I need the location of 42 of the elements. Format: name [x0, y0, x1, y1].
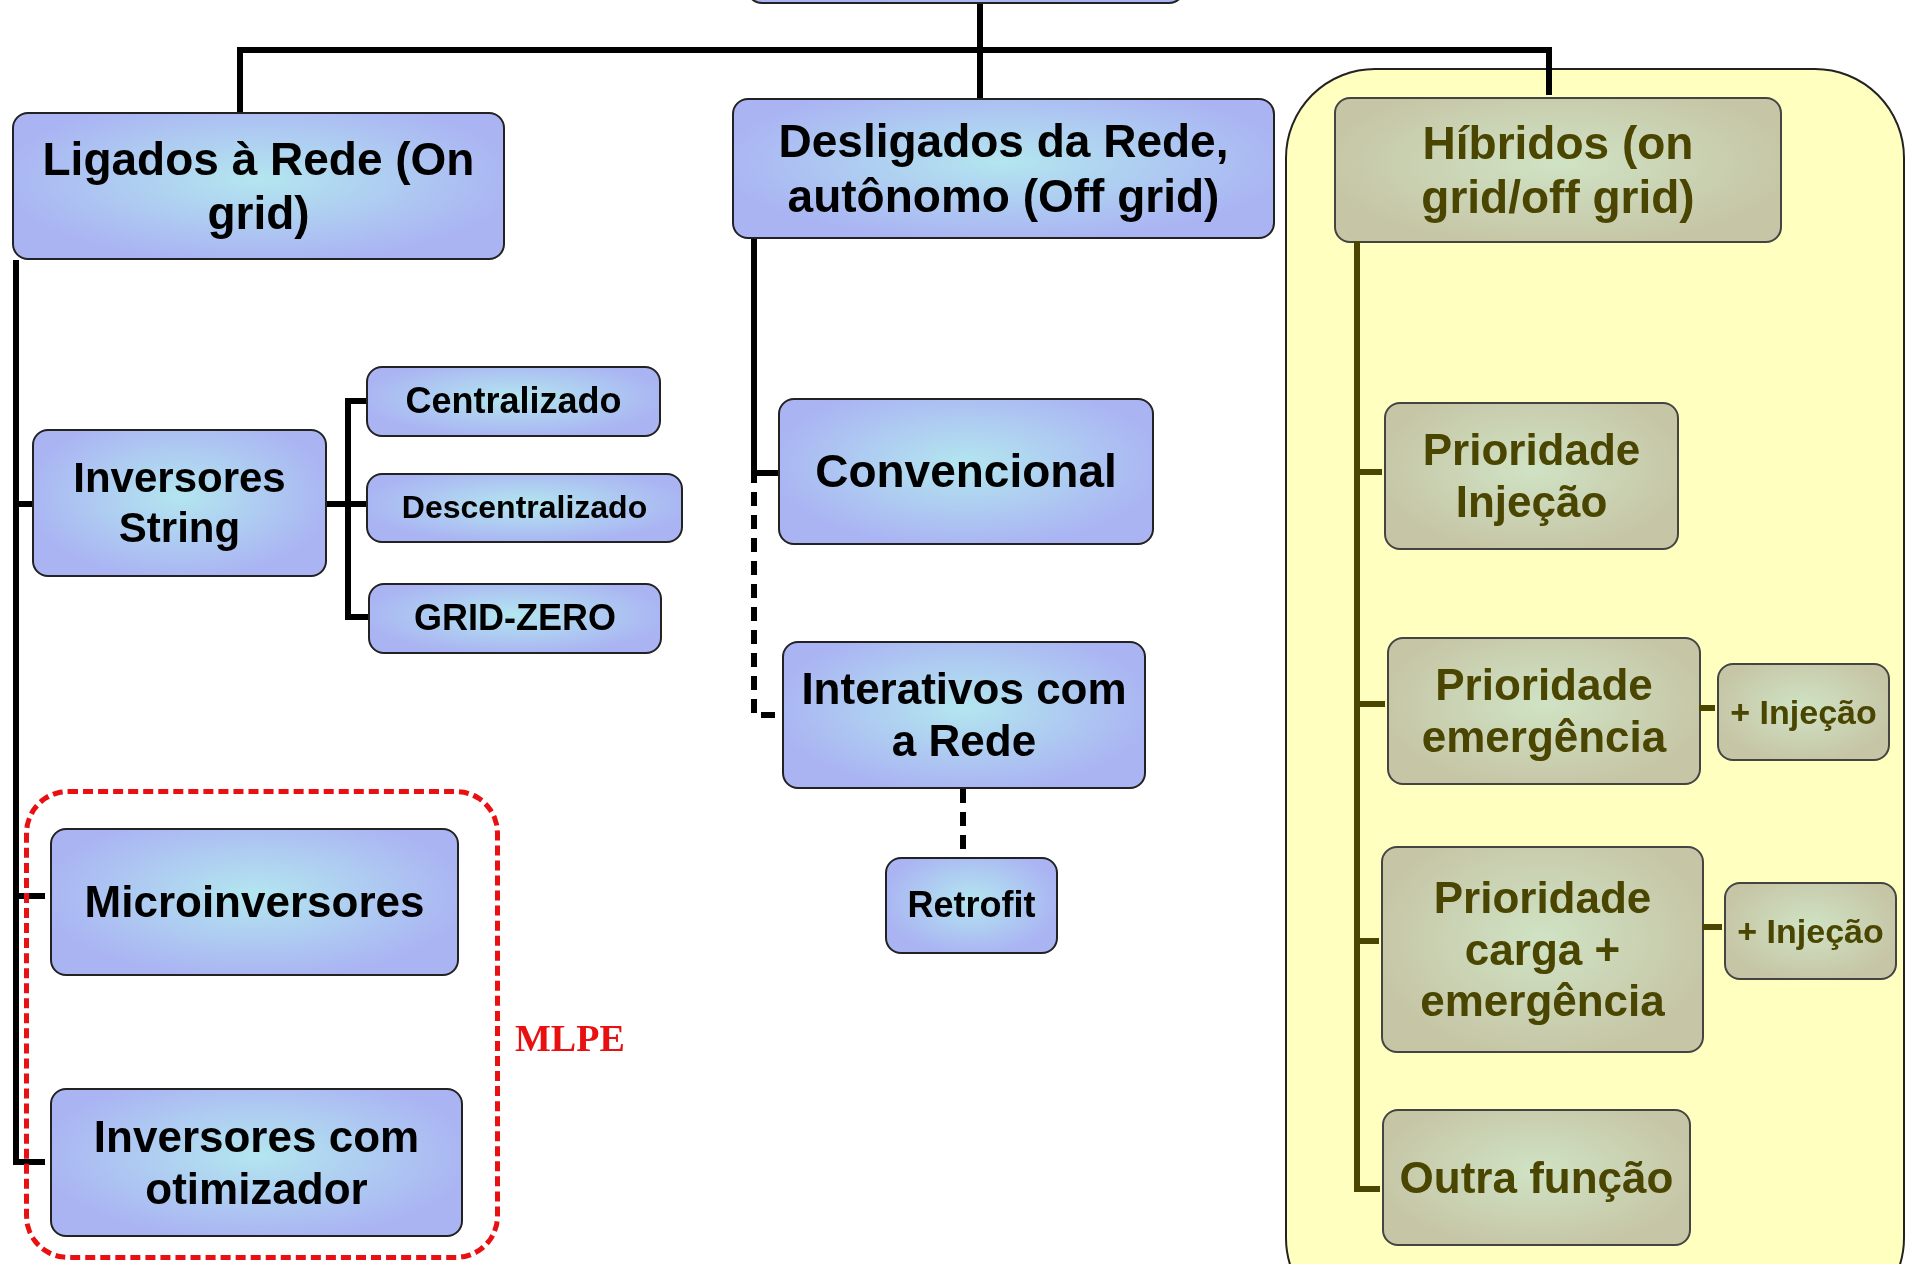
- connector-line: [1699, 705, 1715, 711]
- process-box: [1724, 882, 1897, 980]
- process-box: [732, 98, 1275, 239]
- group-panel: [1285, 68, 1905, 1264]
- node-label: + Injeção: [1736, 910, 1885, 952]
- node-label: Inversores String: [72, 453, 287, 553]
- process-box: [1334, 97, 1782, 243]
- node-label: Ligados à Rede (On grid): [41, 131, 476, 241]
- node-label: Prioridade Injeção: [1421, 424, 1642, 528]
- process-box: [50, 1088, 463, 1237]
- process-box: [1382, 1109, 1691, 1246]
- process-box: [782, 641, 1146, 789]
- process-box: [1381, 846, 1704, 1053]
- node-label: Retrofit: [906, 884, 1037, 927]
- node-label: Prioridade emergência: [1420, 659, 1668, 763]
- node-label: Híbridos (on grid/off grid): [1420, 115, 1696, 225]
- node-label: Prioridade carga + emergência: [1419, 871, 1666, 1028]
- connector-line: [327, 501, 368, 620]
- process-box: [366, 366, 661, 437]
- process-box: [885, 857, 1058, 954]
- node-label: Desligados da Rede, autônomo (Off grid): [777, 114, 1230, 223]
- node-label: Outra função: [1398, 1151, 1675, 1204]
- node-label: Descentralizado: [400, 489, 649, 527]
- node-label: Convencional: [814, 444, 1118, 499]
- group-label: MLPE: [515, 1016, 625, 1060]
- process-box: [12, 112, 505, 260]
- process-box: [1387, 637, 1701, 785]
- process-box: [366, 473, 683, 543]
- node-label: GRID-ZERO: [413, 597, 617, 640]
- node-label: Microinversores: [83, 876, 426, 928]
- process-box: [368, 583, 662, 654]
- process-box: [778, 398, 1154, 545]
- node-label: Interativos com a Rede: [800, 663, 1128, 767]
- node-label: + Injeção: [1729, 691, 1878, 733]
- process-box: [1384, 402, 1679, 550]
- node-label: Centralizado: [404, 380, 623, 423]
- node-label: Inversores com otimizador: [92, 1110, 421, 1215]
- dashed-group-outline: [24, 789, 500, 1260]
- process-box: [50, 828, 459, 976]
- connector-line: [1702, 924, 1722, 930]
- process-box: [1717, 663, 1890, 761]
- process-box: [32, 429, 327, 577]
